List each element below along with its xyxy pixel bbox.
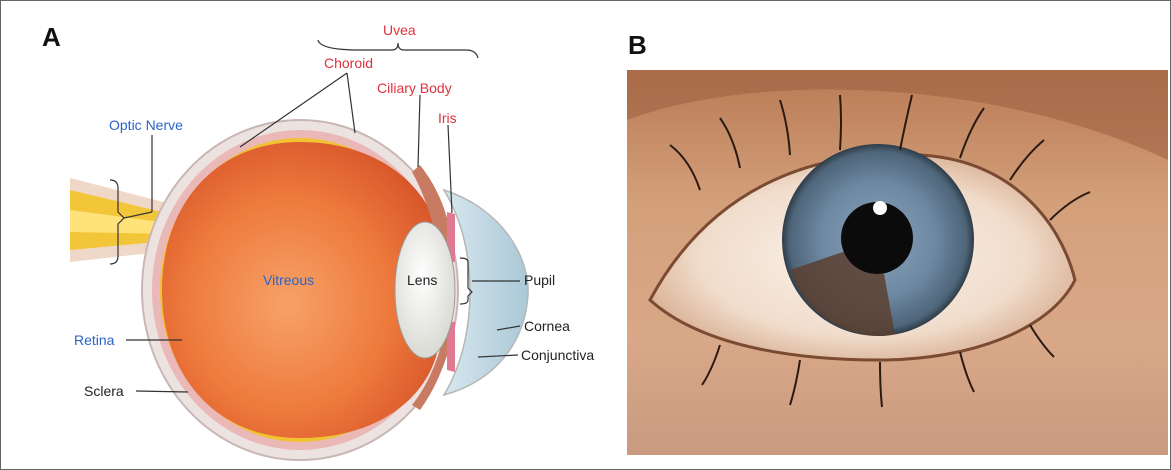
label-cornea: Cornea — [524, 318, 570, 334]
label-choroid: Choroid — [324, 55, 373, 71]
label-pupil: Pupil — [524, 272, 555, 288]
label-sclera: Sclera — [84, 383, 124, 399]
lens-shape — [395, 222, 455, 358]
label-optic-nerve: Optic Nerve — [109, 117, 183, 133]
label-retina: Retina — [74, 332, 114, 348]
label-lens: Lens — [407, 272, 437, 288]
label-vitreous: Vitreous — [263, 272, 314, 288]
panel-a-letter: A — [42, 22, 61, 53]
eye-anatomy-diagram — [0, 0, 620, 470]
label-conjunctiva: Conjunctiva — [521, 347, 594, 363]
panel-b-letter: B — [628, 30, 647, 61]
label-ciliary-body: Ciliary Body — [377, 80, 452, 96]
label-iris: Iris — [438, 110, 457, 126]
label-uvea: Uvea — [383, 22, 416, 38]
